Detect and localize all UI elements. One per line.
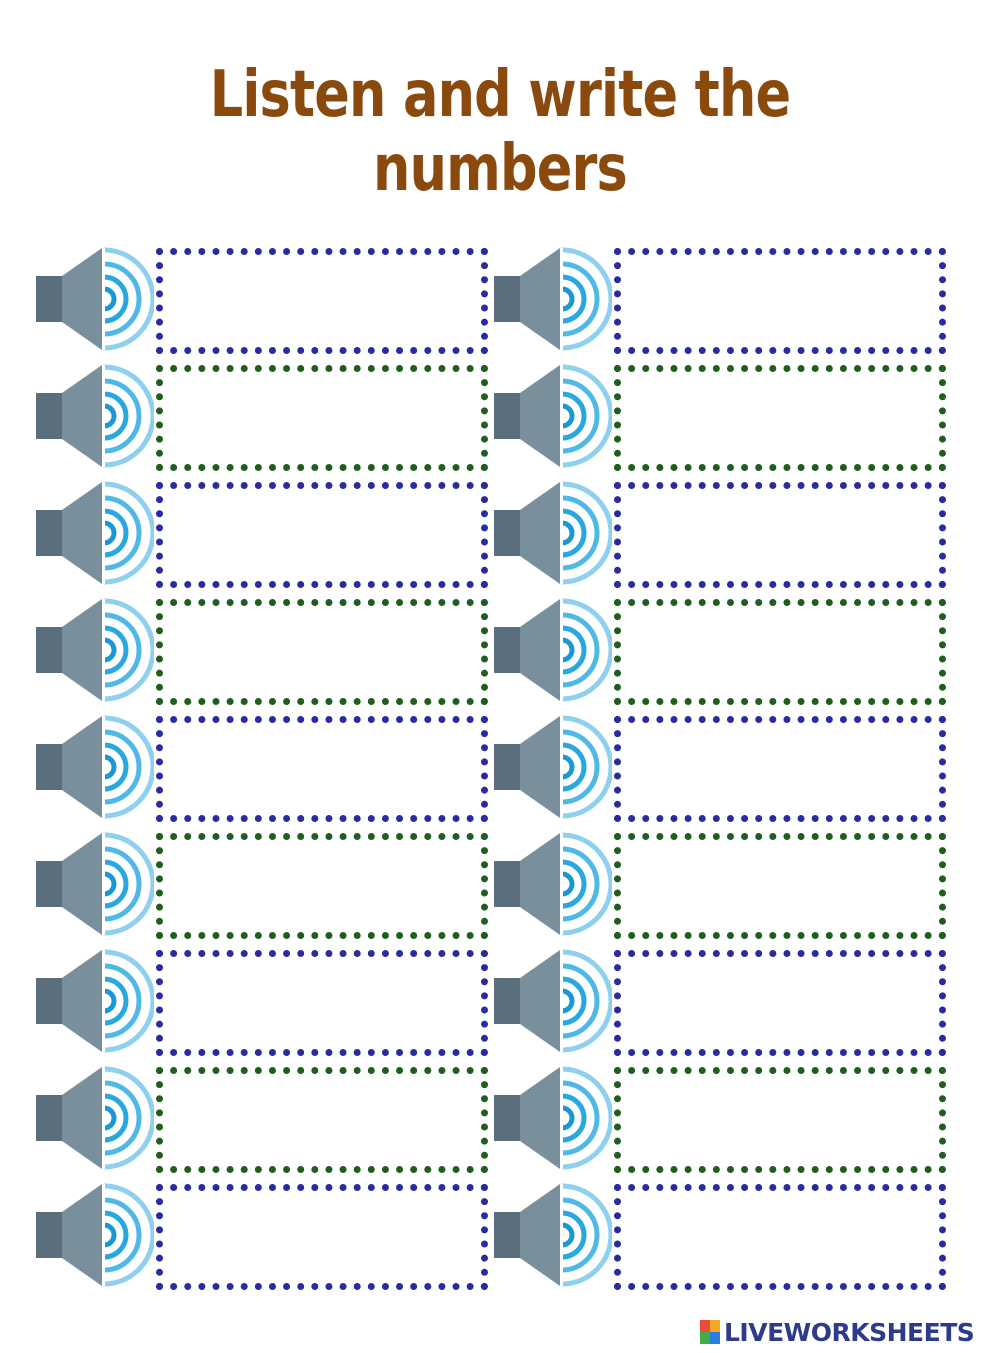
answer-box: [156, 599, 488, 705]
answer-input[interactable]: [163, 1191, 485, 1285]
answer-box: [614, 1067, 946, 1173]
answer-box: [156, 1067, 488, 1173]
answer-box: [156, 365, 488, 471]
listening-item: [34, 1063, 504, 1173]
answer-input[interactable]: [621, 1074, 943, 1168]
speaker-icon[interactable]: [492, 829, 614, 939]
listening-item: [492, 712, 962, 822]
listening-item: [34, 829, 504, 939]
speaker-icon[interactable]: [492, 712, 614, 822]
listening-item: [492, 1180, 962, 1290]
answer-input[interactable]: [163, 723, 485, 817]
speaker-icon[interactable]: [34, 1180, 156, 1290]
listening-item: [34, 478, 504, 588]
answer-box: [614, 365, 946, 471]
answer-input[interactable]: [621, 255, 943, 349]
answer-box: [614, 248, 946, 354]
speaker-icon[interactable]: [34, 712, 156, 822]
speaker-icon[interactable]: [34, 244, 156, 354]
answer-input[interactable]: [163, 606, 485, 700]
answer-box: [614, 1184, 946, 1290]
listening-item: [34, 244, 504, 354]
speaker-icon[interactable]: [492, 361, 614, 471]
listening-item: [492, 1063, 962, 1173]
listening-item: [34, 595, 504, 705]
listening-item: [34, 361, 504, 471]
speaker-icon[interactable]: [34, 595, 156, 705]
speaker-icon[interactable]: [492, 244, 614, 354]
listening-item: [492, 361, 962, 471]
answer-box: [614, 950, 946, 1056]
speaker-icon[interactable]: [492, 946, 614, 1056]
answer-input[interactable]: [621, 1191, 943, 1285]
speaker-icon[interactable]: [492, 478, 614, 588]
liveworksheets-logo: LIVEWORKSHEETS: [700, 1317, 975, 1347]
listening-item: [34, 946, 504, 1056]
speaker-icon[interactable]: [34, 361, 156, 471]
listening-item: [492, 595, 962, 705]
listening-item: [492, 244, 962, 354]
answer-box: [156, 950, 488, 1056]
speaker-icon[interactable]: [34, 478, 156, 588]
speaker-icon[interactable]: [34, 1063, 156, 1173]
answer-box: [614, 482, 946, 588]
answer-input[interactable]: [163, 1074, 485, 1168]
answer-input[interactable]: [163, 372, 485, 466]
answer-input[interactable]: [621, 489, 943, 583]
answer-input[interactable]: [621, 957, 943, 1051]
answer-box: [156, 833, 488, 939]
listening-item: [492, 829, 962, 939]
answer-input[interactable]: [163, 840, 485, 934]
listening-item: [34, 712, 504, 822]
answer-input[interactable]: [621, 840, 943, 934]
page-title: Listen and write the numbers: [209, 58, 791, 206]
speaker-icon[interactable]: [492, 1063, 614, 1173]
answer-box: [156, 1184, 488, 1290]
answer-box: [614, 716, 946, 822]
listening-item: [492, 478, 962, 588]
answer-box: [156, 248, 488, 354]
speaker-icon[interactable]: [34, 946, 156, 1056]
liveworksheets-logo-icon: [700, 1320, 720, 1344]
answer-input[interactable]: [163, 489, 485, 583]
listening-item: [492, 946, 962, 1056]
speaker-icon[interactable]: [34, 829, 156, 939]
answer-input[interactable]: [163, 255, 485, 349]
answer-box: [614, 599, 946, 705]
logo-text: LIVEWORKSHEETS: [724, 1317, 975, 1347]
speaker-icon[interactable]: [492, 595, 614, 705]
answer-input[interactable]: [163, 957, 485, 1051]
answer-input[interactable]: [621, 606, 943, 700]
listening-item: [34, 1180, 504, 1290]
speaker-icon[interactable]: [492, 1180, 614, 1290]
answer-box: [156, 716, 488, 822]
answer-input[interactable]: [621, 372, 943, 466]
answer-box: [614, 833, 946, 939]
answer-input[interactable]: [621, 723, 943, 817]
answer-box: [156, 482, 488, 588]
